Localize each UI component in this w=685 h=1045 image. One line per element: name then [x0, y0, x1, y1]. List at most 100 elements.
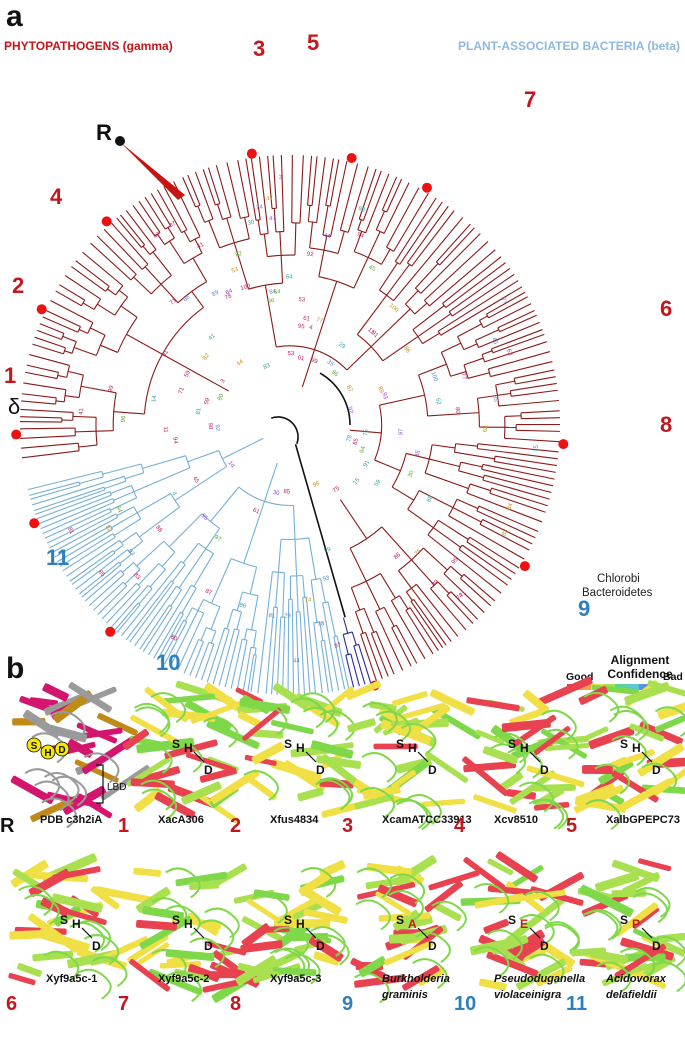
confidence-swatch	[639, 684, 651, 690]
tree-leaf-branch	[365, 173, 390, 234]
tree-arc	[224, 627, 230, 631]
tree-branch	[197, 205, 206, 223]
residue-d: D	[428, 763, 437, 777]
confidence-swatch	[615, 684, 627, 690]
tree-leaf-branch	[54, 525, 111, 558]
residue-2: H	[632, 741, 641, 755]
tree-arc	[215, 203, 220, 206]
secondary-structure	[395, 702, 446, 722]
marker-4: 4	[50, 184, 63, 209]
tree-branch	[208, 220, 221, 249]
secondary-structure	[9, 930, 43, 940]
tree-arc	[379, 289, 394, 302]
tree-branch	[309, 221, 314, 249]
loop	[354, 972, 390, 1004]
tree-leaf-branch	[353, 645, 366, 685]
leaf-marker-dot	[422, 182, 432, 193]
marker-8: 8	[660, 412, 672, 437]
tree-branch	[427, 412, 480, 417]
bootstrap-label: 89	[376, 386, 384, 395]
bootstrap-label: 88	[182, 294, 191, 303]
tree-leaf-branch	[272, 155, 277, 209]
tree-arc	[218, 450, 228, 467]
tree-leaf-branch	[93, 581, 124, 611]
tree-branch	[365, 581, 381, 610]
tree-arc	[170, 580, 174, 584]
tree-branch	[374, 459, 401, 472]
tree-branch	[160, 283, 179, 304]
secondary-structure	[198, 793, 239, 824]
tree-branch	[407, 508, 434, 529]
tree-arc	[250, 646, 257, 649]
bootstrap-label: 95	[451, 556, 460, 565]
tree-arc	[478, 320, 484, 328]
secondary-structure	[97, 713, 138, 736]
bootstrap-label: 35	[491, 395, 498, 403]
tree-leaf-branch	[458, 549, 508, 586]
tree-arc	[357, 334, 384, 362]
tree-leaf-branch	[466, 541, 516, 575]
secondary-structure	[29, 697, 58, 707]
loop	[252, 893, 288, 924]
tree-leaf-branch	[35, 489, 106, 515]
tree-branch	[504, 415, 522, 417]
legend-title-2: Confidence	[607, 667, 673, 681]
tree-leaf-branch	[347, 166, 369, 233]
loop	[51, 775, 88, 807]
tree-arc	[136, 582, 141, 588]
tree-leaf-branch	[258, 156, 269, 234]
tree-arc	[476, 505, 480, 512]
tree-branch	[183, 230, 191, 243]
secondary-structure	[392, 691, 428, 707]
tree-branch	[386, 264, 411, 296]
tree-branch	[367, 231, 381, 258]
bootstrap-label: 75	[332, 485, 341, 494]
secondary-structure	[42, 683, 69, 702]
tree-leaf-branch	[247, 654, 255, 692]
tree-leaf-branch	[59, 284, 86, 301]
secondary-structure	[235, 687, 263, 704]
tree-leaf-branch	[202, 169, 216, 206]
tree-leaf-branch	[481, 468, 554, 487]
bootstrap-label: 83	[263, 363, 272, 371]
bootstrap-label: 92	[306, 252, 314, 259]
tree-leaf-branch	[103, 228, 143, 270]
loop	[651, 961, 685, 993]
tree-leaf-branch	[489, 492, 546, 513]
bootstrap-label: 45	[191, 476, 200, 485]
tree-leaf-branch	[394, 197, 437, 262]
tree-leaf-branch	[330, 160, 348, 237]
tree-leaf-branch	[482, 479, 550, 500]
tree-branch	[467, 372, 490, 379]
secondary-structure	[358, 956, 387, 978]
secondary-structure	[135, 919, 178, 931]
bootstrap-label: 98	[357, 206, 366, 214]
secondary-structure	[578, 686, 608, 705]
bootstrap-label: 30	[272, 490, 280, 497]
tree-branch	[252, 630, 257, 648]
secondary-structure	[391, 770, 416, 789]
tree-leaf-branch	[75, 260, 110, 287]
tree-leaf-branch	[466, 492, 543, 523]
secondary-structure	[579, 726, 609, 743]
tree-arc	[260, 233, 269, 236]
loop	[151, 948, 187, 980]
structure-name: Xyf9a5c-1	[46, 973, 97, 985]
loop	[532, 798, 569, 830]
tree-arc	[103, 486, 106, 491]
tree-arc	[192, 607, 204, 614]
tree-leaf-branch	[230, 639, 243, 689]
loop	[300, 867, 337, 898]
tree-branch	[113, 518, 142, 536]
tree-leaf-branch	[44, 507, 110, 539]
bootstrap-label: 47	[266, 196, 274, 203]
secondary-structure	[527, 894, 569, 928]
bootstrap-label: 97	[398, 428, 404, 436]
tree-leaf-branch	[393, 192, 429, 252]
secondary-structure	[656, 930, 685, 943]
secondary-structure	[654, 709, 685, 733]
tree-leaf-branch	[29, 481, 80, 496]
tree-branch	[116, 506, 135, 517]
secondary-structure	[508, 889, 566, 903]
